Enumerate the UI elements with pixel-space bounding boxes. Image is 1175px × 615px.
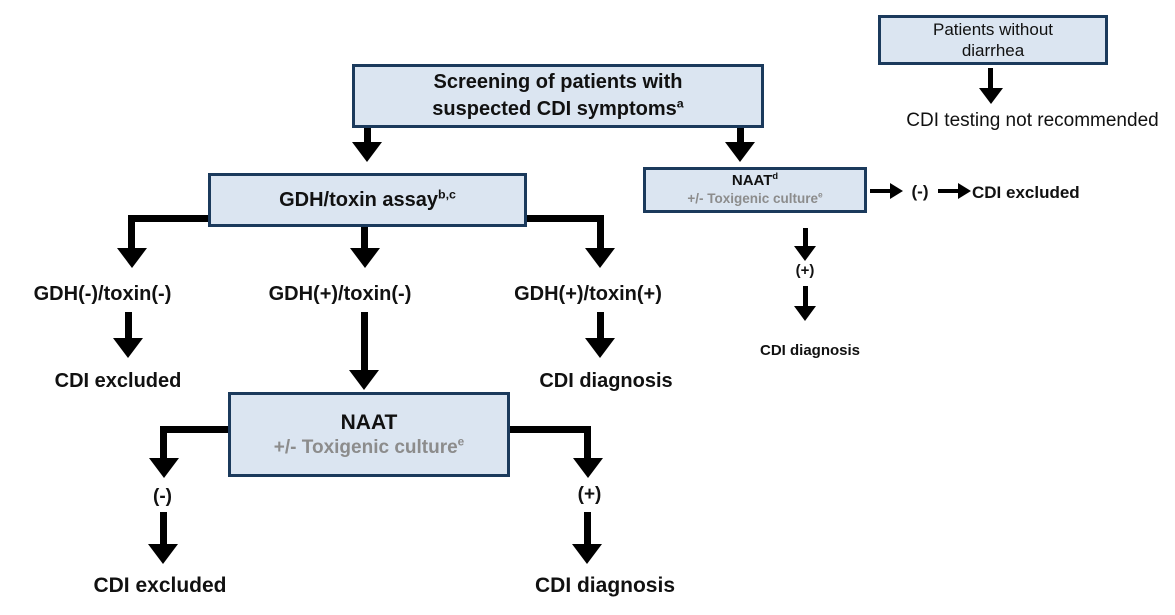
arrow-to-naat-primary: [361, 312, 368, 370]
cdi-diagnosis-naat-secondary-label: CDI diagnosis: [759, 342, 860, 359]
naat-primary-subtitle: +/- Toxigenic culturee: [273, 435, 465, 458]
screening-box: Screening of patients with suspected CDI…: [352, 64, 764, 128]
naat-secondary-negative-label: (-): [911, 182, 929, 201]
arrow-naat-right-elbow-v: [584, 426, 591, 458]
arrow-naat-left-head: [149, 458, 179, 478]
arrow-neg-to-excluded2: [938, 189, 958, 193]
no-diarrhea-line1: Patients without: [932, 19, 1053, 39]
gdh-pos-toxin-pos-label: GDH(+)/toxin(+): [514, 283, 662, 305]
arrow-gdh-center-head: [350, 248, 380, 268]
arrow-naat-left-elbow-v: [160, 426, 167, 458]
footnote-a: a: [676, 96, 684, 111]
naat-primary-negative-label: (-): [153, 486, 172, 507]
arrow-naat2-to-pos: [803, 228, 808, 246]
cdi-excluded-naat-secondary-label: CDI excluded: [972, 183, 1080, 202]
arrow-to-cdi-excluded-gdh: [125, 312, 132, 338]
patients-without-diarrhea-box: Patients without diarrhea: [878, 15, 1108, 65]
naat-secondary-subtitle: +/- Toxigenic culturee: [687, 189, 823, 206]
arrow-neg-to-excluded-head: [148, 544, 178, 564]
arrow-naat2-to-pos-head: [794, 246, 816, 261]
arrow-naat2-to-neg-head: [890, 183, 903, 199]
naat-secondary-title: NAATd: [731, 171, 779, 190]
arrow-naat-right-elbow-h: [510, 426, 591, 433]
arrow-screening-to-gdh-head: [352, 142, 382, 162]
gdh-neg-toxin-neg-label: GDH(-)/toxin(-): [33, 283, 172, 305]
gdh-assay-label: GDH/toxin assayb,c: [279, 186, 456, 211]
arrow-screening-to-naat2-head: [725, 142, 755, 162]
arrow-to-naat-primary-head: [349, 370, 379, 390]
arrow-pos-to-diagnosis2-head: [794, 306, 816, 321]
arrow-naat-left-elbow-h: [160, 426, 228, 433]
naat-secondary-positive-label: (+): [795, 262, 815, 279]
naat-primary-box: NAAT +/- Toxigenic culturee: [228, 392, 510, 477]
footnote-d: d: [772, 171, 779, 182]
arrow-to-cdi-excluded-gdh-head: [113, 338, 143, 358]
gdh-toxin-assay-box: GDH/toxin assayb,c: [208, 173, 527, 227]
arrow-neg-to-excluded2-head: [958, 183, 971, 199]
cdi-testing-not-recommended-label: CDI testing not recommended: [906, 110, 1159, 131]
cdi-diagnosis-gdh-label: CDI diagnosis: [539, 370, 673, 392]
arrow-to-cdi-diagnosis-gdh: [597, 312, 604, 338]
arrow-naat-right-head: [573, 458, 603, 478]
arrow-pos-to-diagnosis2: [803, 286, 808, 306]
screening-line2: suspected CDI symptomsa: [432, 96, 684, 120]
gdh-pos-toxin-neg-label: GDH(+)/toxin(-): [268, 283, 412, 305]
screening-line1: Screening of patients with: [433, 71, 683, 93]
arrow-no-diarrhea-head: [979, 88, 1003, 104]
arrow-naat2-to-neg: [870, 189, 890, 193]
arrow-pos-to-diagnosis: [584, 512, 591, 544]
footnote-e2: e: [818, 189, 823, 200]
cdi-diagnosis-naat-primary-label: CDI diagnosis: [534, 574, 676, 597]
footnote-e: e: [457, 435, 465, 449]
no-diarrhea-line2: diarrhea: [961, 41, 1025, 60]
arrow-screening-to-naat2: [737, 128, 744, 144]
arrow-pos-to-diagnosis-head: [572, 544, 602, 564]
arrow-gdh-right-head: [585, 248, 615, 268]
cdi-excluded-gdh-label: CDI excluded: [54, 370, 182, 392]
footnote-bc: b,c: [438, 186, 456, 201]
arrow-no-diarrhea: [988, 68, 993, 88]
arrow-gdh-left-head: [117, 248, 147, 268]
arrow-gdh-right-elbow-h: [527, 215, 604, 222]
naat-secondary-box: NAATd +/- Toxigenic culturee: [643, 167, 867, 213]
arrow-gdh-right-elbow-v: [597, 215, 604, 248]
arrow-gdh-center: [361, 227, 368, 248]
cdi-excluded-naat-primary-label: CDI excluded: [93, 574, 227, 597]
arrow-gdh-left-elbow-v: [128, 215, 135, 248]
arrow-neg-to-excluded: [160, 512, 167, 544]
arrow-to-cdi-diagnosis-gdh-head: [585, 338, 615, 358]
arrow-gdh-left-elbow-h: [128, 215, 208, 222]
naat-primary-title: NAAT: [340, 410, 398, 434]
arrow-screening-to-gdh: [364, 128, 371, 144]
naat-primary-positive-label: (+): [577, 484, 602, 505]
